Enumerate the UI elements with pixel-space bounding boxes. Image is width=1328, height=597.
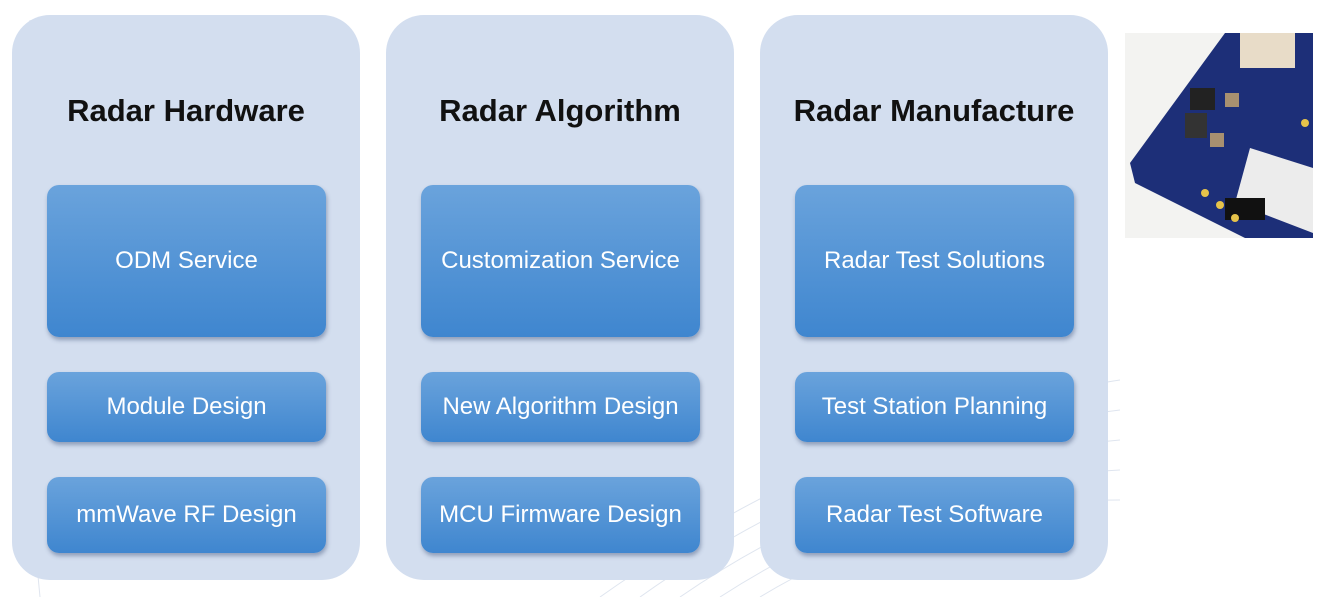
service-box-radar-test-solutions[interactable]: Radar Test Solutions (795, 185, 1074, 337)
service-box-test-station-planning[interactable]: Test Station Planning (795, 372, 1074, 442)
service-box-mmwave-rf-design[interactable]: mmWave RF Design (47, 477, 326, 553)
service-box-new-algorithm-design[interactable]: New Algorithm Design (421, 372, 700, 442)
column-title: Radar Algorithm (439, 93, 681, 128)
service-box-customization-service[interactable]: Customization Service (421, 185, 700, 337)
service-box-module-design[interactable]: Module Design (47, 372, 326, 442)
column-radar-hardware: Radar Hardware ODM Service Module Design… (12, 15, 360, 580)
column-title: Radar Manufacture (793, 93, 1075, 128)
radar-module-photo (1125, 33, 1313, 238)
column-title: Radar Hardware (67, 93, 305, 128)
service-box-radar-test-software[interactable]: Radar Test Software (795, 477, 1074, 553)
service-box-mcu-firmware-design[interactable]: MCU Firmware Design (421, 477, 700, 553)
service-box-odm-service[interactable]: ODM Service (47, 185, 326, 337)
column-radar-algorithm: Radar Algorithm Customization Service Ne… (386, 15, 734, 580)
column-radar-manufacture: Radar Manufacture Radar Test Solutions T… (760, 15, 1108, 580)
